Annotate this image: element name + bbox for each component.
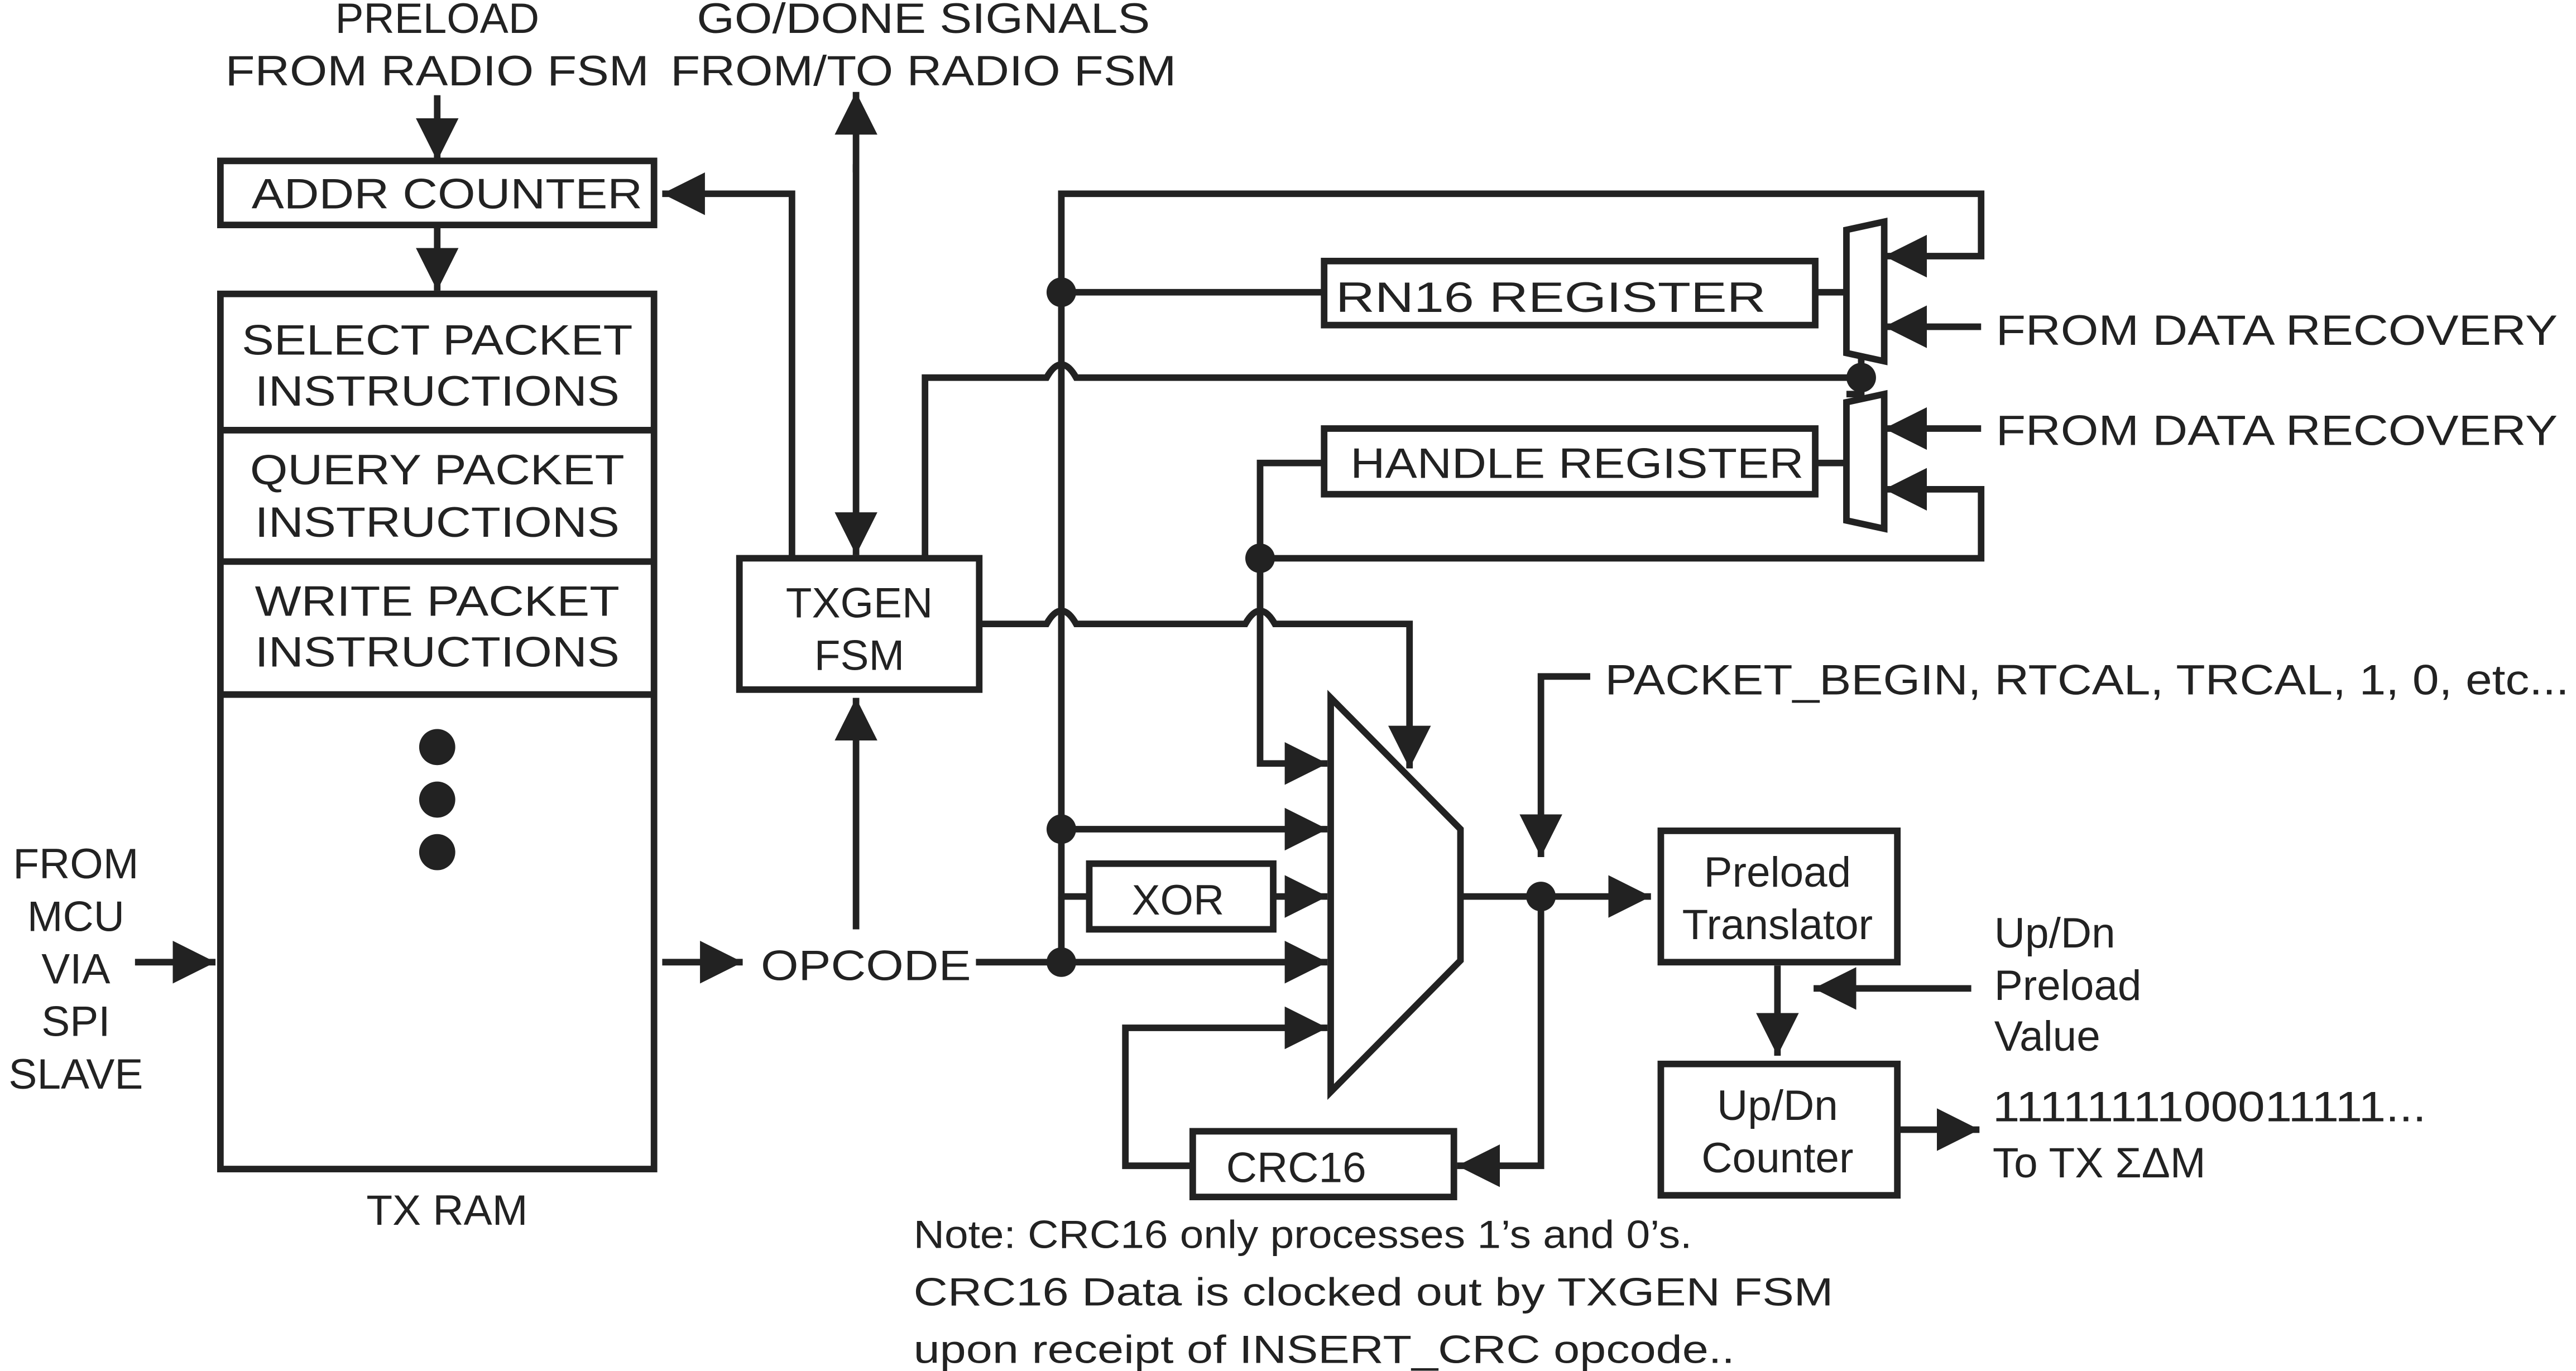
updn-counter-block — [1657, 1060, 1901, 1199]
junction-dot — [1526, 882, 1556, 912]
output-bits-label: 1111111100011111... — [1993, 1084, 2426, 1131]
txgen-label: TXGEN — [786, 579, 933, 627]
wire-txgen-to-addr — [662, 172, 795, 559]
note: Note: CRC16 only processes 1’s and 0’s. … — [914, 1212, 1834, 1371]
junctions — [1046, 277, 1876, 977]
select-packet-label-2: INSTRUCTIONS — [255, 368, 620, 415]
updn-counter-label: Up/Dn — [1717, 1082, 1838, 1129]
addr-counter-block — [217, 157, 658, 229]
junction-dot — [1846, 363, 1876, 393]
mcu-label-4: SPI — [41, 998, 110, 1046]
addr-counter-label: ADDR COUNTER — [252, 171, 642, 218]
xor-label: XOR — [1131, 877, 1224, 924]
to-tx-label: To TX ΣΔM — [1993, 1139, 2206, 1187]
note-line-2: CRC16 Data is clocked out by TXGEN FSM — [914, 1269, 1834, 1314]
wire-handle-left — [1256, 459, 1325, 559]
query-packet-label: QUERY PACKET — [250, 446, 625, 494]
handle-register-label: HANDLE REGISTER — [1350, 440, 1803, 487]
crc16-label: CRC16 — [1226, 1144, 1366, 1192]
updn-preload-label-3: Value — [1994, 1013, 2100, 1060]
updn-counter-label-2: Counter — [1701, 1134, 1853, 1182]
godone-label: GO/DONE SIGNALS — [697, 0, 1150, 42]
mcu-label-3: VIA — [41, 946, 110, 993]
wires — [135, 92, 1985, 1187]
rn16-register-block — [1321, 257, 1819, 329]
preload-translator-label-2: Translator — [1682, 901, 1873, 949]
wire-handle-loop — [1260, 468, 1985, 562]
wire-packet-begin — [1519, 673, 1590, 857]
preload-label-2: FROM RADIO FSM — [226, 47, 649, 95]
write-packet-label-2: INSTRUCTIONS — [255, 629, 620, 676]
from-data-recovery-label-2: FROM DATA RECOVERY — [1996, 407, 2558, 454]
opcode-label: OPCODE — [761, 942, 971, 990]
mcu-label-2: MCU — [27, 893, 124, 940]
note-line: Note: CRC16 only processes 1’s and 0’s. — [914, 1212, 1692, 1256]
wire-crc-to-mux — [1122, 1006, 1328, 1170]
junction-dot — [1046, 814, 1076, 844]
txgen-label-2: FSM — [814, 632, 904, 680]
txgen-fsm-block — [736, 555, 983, 693]
junction-dot — [1046, 277, 1076, 307]
rn16-register-label: RN16 REGISTER — [1336, 274, 1766, 321]
preload-translator-block — [1657, 828, 1901, 966]
mcu-label-5: SLAVE — [8, 1051, 143, 1098]
blocks — [217, 157, 1901, 1200]
updn-preload-label-2: Preload — [1994, 962, 2142, 1009]
ram-ellipsis-icon — [419, 729, 455, 870]
junction-dot — [1245, 543, 1275, 573]
handle-input-mux — [1843, 389, 1888, 533]
signal-labels: PRELOAD FROM RADIO FSM GO/DONE SIGNALS F… — [8, 0, 2569, 1234]
note-line-3: upon receipt of INSERT_CRC opcode.. — [914, 1327, 1735, 1371]
wire-txgen-to-rn16-feedback — [922, 356, 1865, 559]
mcu-label: FROM — [13, 840, 138, 888]
crc16-block — [1189, 1128, 1457, 1200]
junction-dot — [1046, 947, 1076, 977]
wire-node-to-crc — [1457, 896, 1544, 1187]
wire-handle-to-mux — [1256, 558, 1328, 785]
select-packet-label: SELECT PACKET — [242, 317, 632, 364]
from-data-recovery-label: FROM DATA RECOVERY — [1996, 307, 2558, 354]
rn16-input-mux — [1843, 217, 1888, 365]
main-output-mux — [1327, 690, 1464, 1100]
write-packet-label: WRITE PACKET — [255, 578, 620, 625]
godone-label-2: FROM/TO RADIO FSM — [670, 47, 1176, 95]
preload-translator-label: Preload — [1704, 849, 1851, 896]
wire-txgen-to-mux — [979, 607, 1431, 769]
tx-ram-label: TX RAM — [366, 1187, 527, 1234]
block-labels: ADDR COUNTER SELECT PACKET INSTRUCTIONS … — [242, 171, 1873, 1192]
xor-block — [1086, 860, 1277, 933]
preload-label: PRELOAD — [335, 0, 539, 42]
handle-register-block — [1321, 425, 1819, 498]
packet-begin-label: PACKET_BEGIN, RTCAL, TRCAL, 1, 0, etc... — [1605, 657, 2569, 704]
query-packet-label-2: INSTRUCTIONS — [255, 499, 620, 546]
updn-preload-label: Up/Dn — [1994, 910, 2116, 957]
wire-top-loop — [1058, 190, 1985, 829]
